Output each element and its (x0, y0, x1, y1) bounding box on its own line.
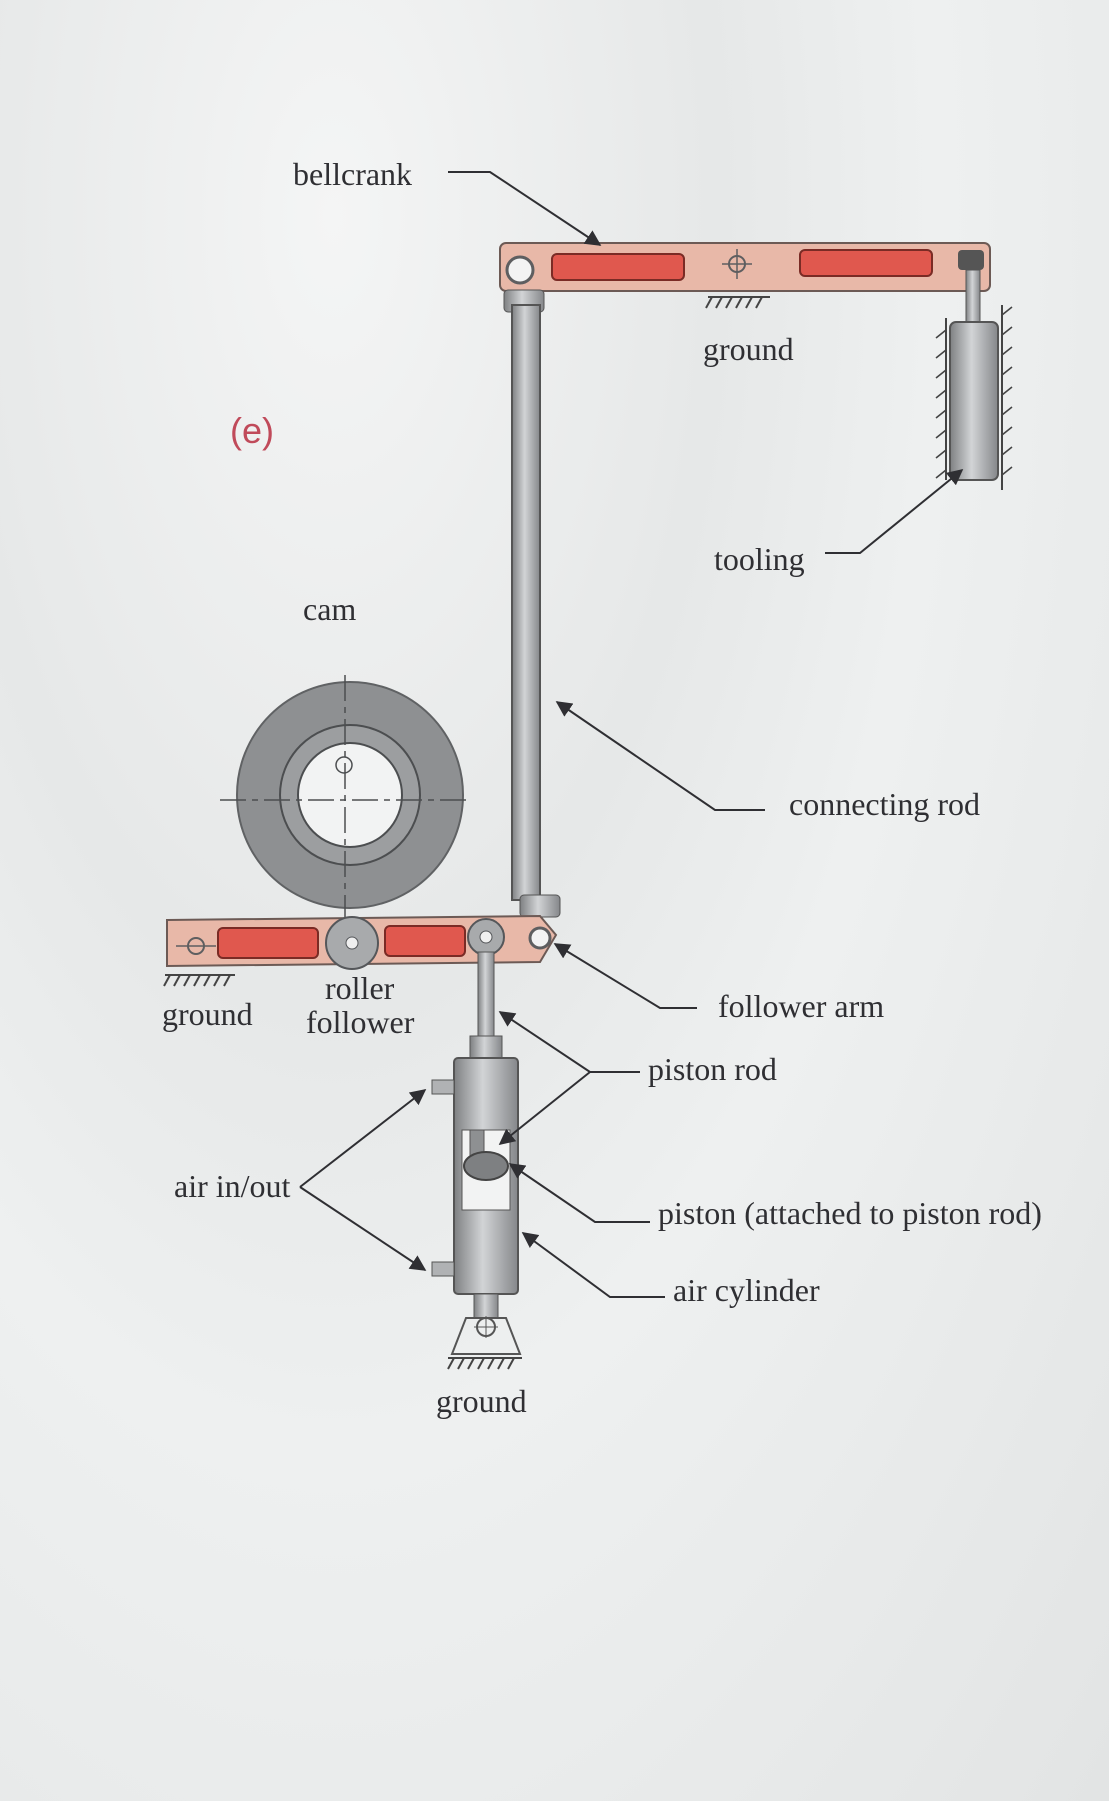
piston (463, 1151, 509, 1181)
label-ground-bottom: ground (436, 1383, 527, 1419)
leader-follower-arm (553, 943, 697, 1009)
piston-rod (467, 918, 505, 1061)
leader-air-out (299, 1186, 427, 1271)
ground-hatch-bottom (447, 1357, 522, 1370)
leader-bellcrank (448, 171, 602, 246)
label-bellcrank: bellcrank (293, 156, 413, 192)
label-air-in-out: air in/out (174, 1168, 291, 1204)
label-roller-follower-1: roller (325, 970, 395, 1006)
bellcrank-right-pin (958, 250, 984, 270)
label-cam: cam (303, 591, 357, 627)
leader-piston (508, 1163, 650, 1223)
bellcrank-slot-left (551, 253, 685, 281)
figure-tag: (e) (230, 410, 274, 451)
connecting-rod (503, 289, 561, 918)
follower-slot-right (384, 925, 466, 957)
roller-follower (325, 916, 379, 970)
air-port-upper (431, 1079, 455, 1095)
leader-tooling (825, 468, 964, 554)
label-air-cylinder: air cylinder (673, 1272, 820, 1308)
ground-hatch-top (705, 296, 770, 309)
cam (220, 675, 470, 930)
air-port-lower (431, 1261, 455, 1277)
label-connecting-rod: connecting rod (789, 786, 981, 822)
label-roller-follower-2: follower (306, 1004, 415, 1040)
label-ground-left: ground (162, 996, 253, 1032)
follower-slot-left (217, 927, 319, 959)
leader-piston-rod-lower (498, 1071, 591, 1145)
bellcrank-left-pivot (505, 255, 535, 285)
leader-air-in (299, 1089, 427, 1188)
tooling (945, 269, 1003, 490)
label-follower-arm: follower arm (718, 988, 885, 1024)
bellcrank-slot-right (799, 249, 933, 277)
leader-air-cylinder (521, 1232, 665, 1298)
label-ground-top: ground (703, 331, 794, 367)
label-piston: piston (attached to piston rod) (658, 1195, 1042, 1231)
leader-connecting-rod (555, 701, 765, 811)
tooling-guide-hatch (935, 306, 1013, 479)
ground-hatch-left (163, 974, 235, 987)
leader-piston-rod-upper (498, 1011, 640, 1073)
label-tooling: tooling (714, 541, 805, 577)
label-piston-rod: piston rod (648, 1051, 777, 1087)
air-cylinder (431, 1057, 522, 1355)
bellcrank-link (499, 242, 991, 292)
